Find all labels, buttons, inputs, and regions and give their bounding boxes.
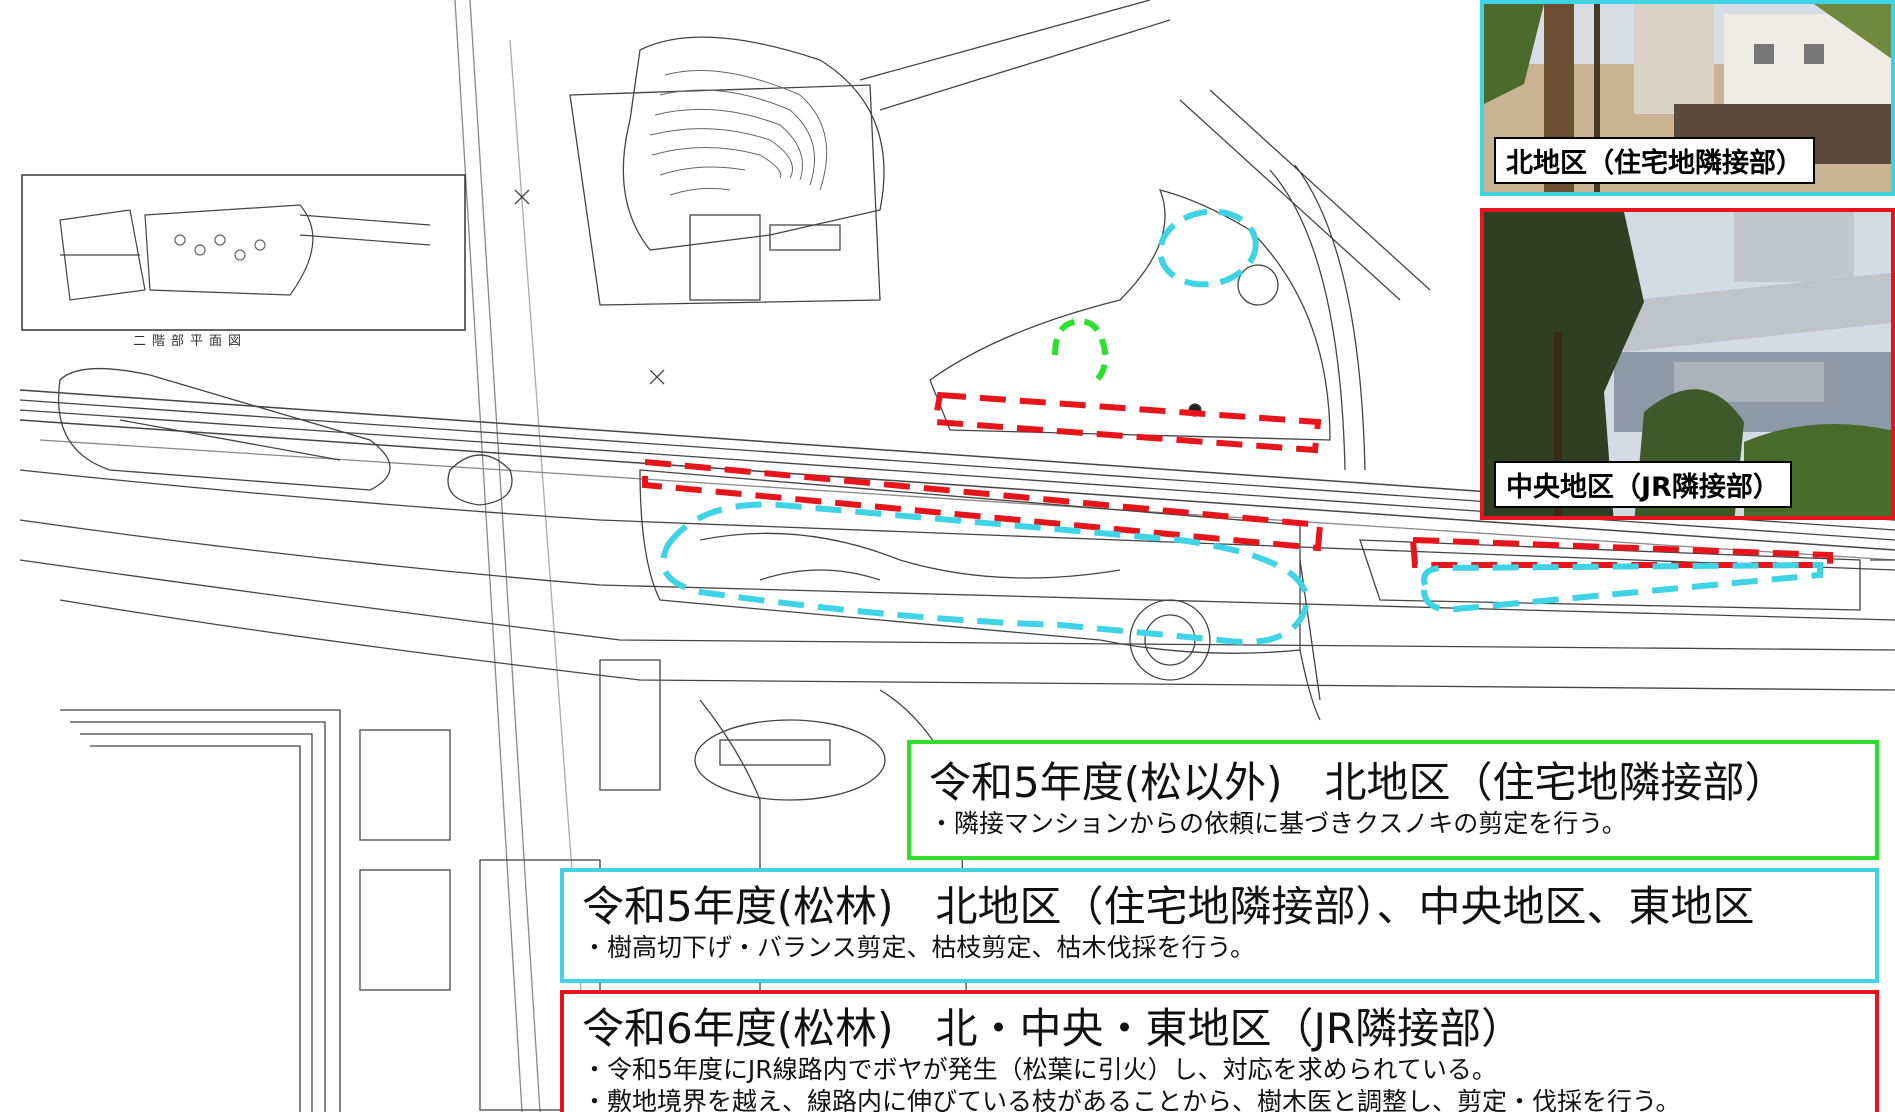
legend-line: ・樹高切下げ・バランス剪定、枯枝剪定、枯木伐採を行う。 [582,933,1256,963]
legend-line: ・敷地境界を越え、線路内に伸びている枝があることから、樹木医と調整し、剪定・伐採… [582,1086,1681,1112]
jr-adjacent-central-zone [642,458,1324,552]
photo-caption-central: 中央地区（JR隣接部） [1494,461,1792,508]
photo-north-district: 北地区（住宅地隣接部） [1480,0,1895,196]
jr-adjacent-north-zone [931,391,1322,454]
jr-adjacent-east-zone [1409,536,1833,568]
inset-caption: 二階部平面図 [133,334,247,349]
legend-r5-non-pine: 令和5年度(松以外) 北地区（住宅地隣接部） ・隣接マンションからの依頼に基づき… [907,740,1879,860]
central-pine-zone [660,501,1310,645]
legend-title: 令和6年度(松林) 北・中央・東地区（JR隣接部） [582,1004,1524,1053]
legend-line: ・隣接マンションからの依頼に基づきクスノキの剪定を行う。 [929,809,1627,839]
photo-caption-north: 北地区（住宅地隣接部） [1494,137,1815,184]
east-pine-zone [1421,561,1823,614]
non-pine-camphor-zone [1052,318,1109,388]
legend-r6-pine-forest: 令和6年度(松林) 北・中央・東地区（JR隣接部） ・令和5年度にJR線路内でボ… [560,990,1879,1112]
photo-central-district: 中央地区（JR隣接部） [1480,208,1895,520]
legend-r5-pine-forest: 令和5年度(松林) 北地区（住宅地隣接部）、中央地区、東地区 ・樹高切下げ・バラ… [560,868,1879,983]
legend-line: ・令和5年度にJR線路内でボヤが発生（松葉に引火）し、対応を求められている。 [582,1055,1497,1085]
legend-title: 令和5年度(松林) 北地区（住宅地隣接部）、中央地区、東地区 [582,882,1755,931]
legend-title: 令和5年度(松以外) 北地区（住宅地隣接部） [929,758,1787,807]
north-residential-pine-zone [1157,208,1259,288]
